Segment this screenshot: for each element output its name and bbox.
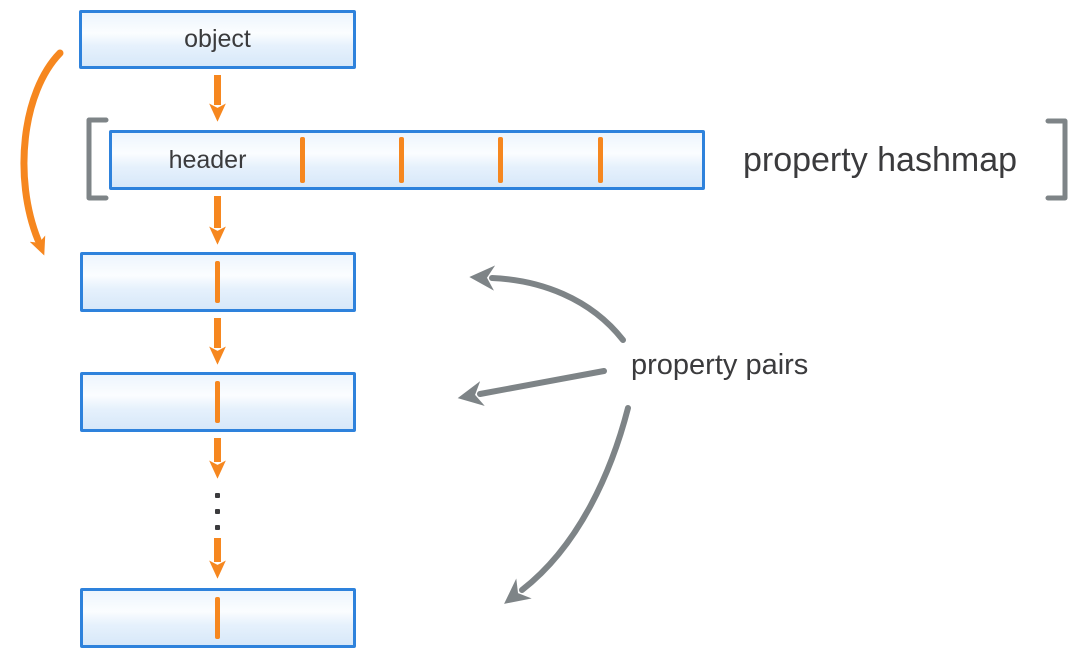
property-pair-box-3: [80, 588, 356, 648]
hashmap-divider-tick: [300, 137, 305, 183]
hashmap-label: property hashmap: [742, 140, 1018, 179]
pair-divider-tick: [215, 381, 220, 423]
header-cell-label: header: [168, 145, 247, 174]
ellipsis-dot: [215, 493, 220, 498]
object-box: object: [79, 10, 356, 69]
ellipsis-dot: [215, 509, 220, 514]
object-box-label: object: [184, 25, 251, 53]
pair-divider-tick: [215, 597, 220, 639]
hashmap-divider-tick: [399, 137, 404, 183]
hashmap-header-box: header: [109, 130, 705, 190]
hashmap-divider-tick: [598, 137, 603, 183]
pair-divider-tick: [215, 261, 220, 303]
pairs-pointer-middle-icon: [457, 368, 607, 406]
property-pairs-label: property pairs: [631, 349, 809, 381]
hashmap-divider-tick: [498, 137, 503, 183]
property-pair-box-2: [80, 372, 356, 432]
property-pair-box-1: [80, 252, 356, 312]
pairs-pointer-bottom-icon: [504, 405, 631, 604]
ellipsis-dots: [215, 493, 220, 541]
ellipsis-dot: [215, 525, 220, 530]
curved-arrow-object-to-pair-icon: [20, 49, 64, 256]
bracket-right-icon: [1045, 118, 1068, 201]
bracket-left-icon: [86, 117, 109, 201]
pairs-pointer-top-icon: [469, 265, 626, 343]
